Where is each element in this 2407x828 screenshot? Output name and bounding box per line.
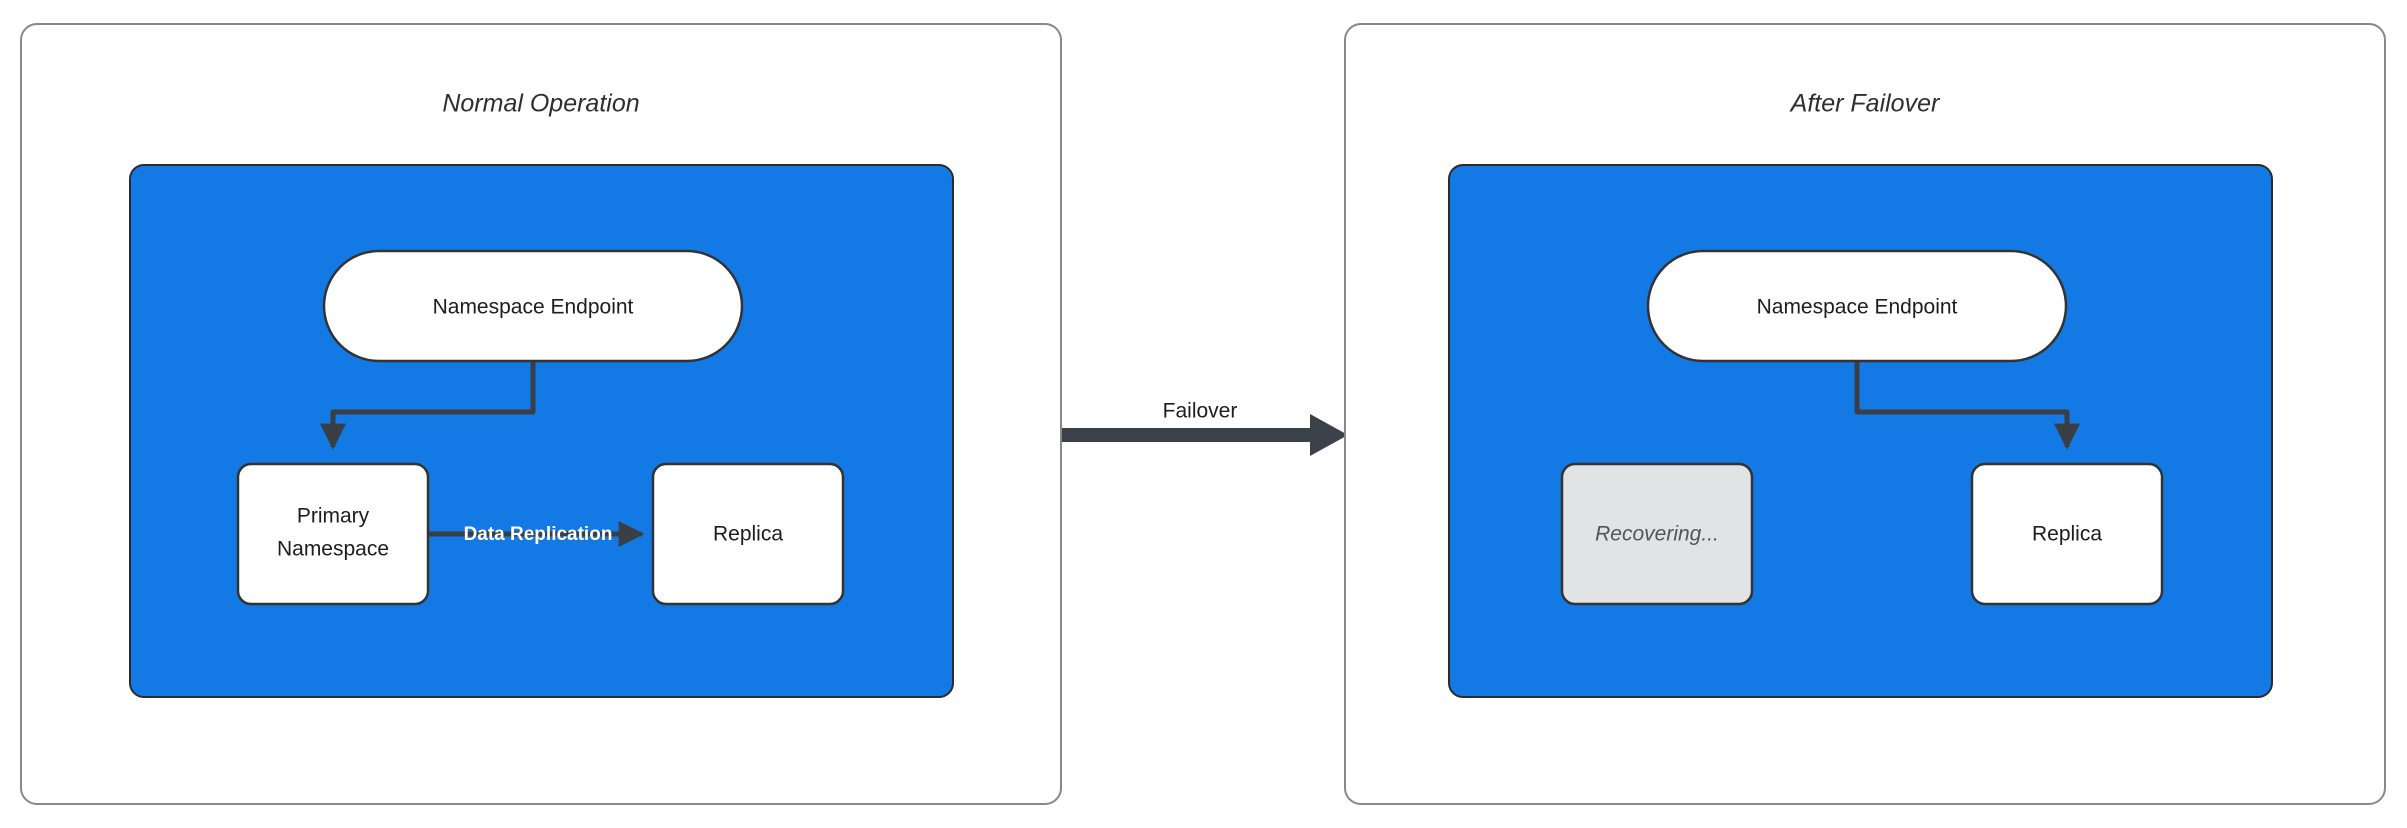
- node-replica-right-shape[interactable]: [1970, 462, 2164, 606]
- panel-after-failover: After Failover Namespace Endpoint Recove…: [1344, 23, 2386, 805]
- node-endpoint-left-shape[interactable]: [322, 249, 744, 363]
- node-endpoint-left-label: Namespace Endpoint: [433, 296, 634, 319]
- failover-arrow-head-icon: [1310, 414, 1348, 456]
- panel-title-right: After Failover: [1789, 90, 1941, 118]
- group-box-right: [1448, 164, 2273, 698]
- edge-label-data-replication: Data Replication: [464, 524, 613, 545]
- node-replica-left-label: Replica: [713, 523, 783, 546]
- node-primary-namespace[interactable]: Primary Namespace: [236, 462, 430, 606]
- failover-transition: Failover: [1062, 400, 1348, 456]
- node-replica-left[interactable]: Replica: [651, 462, 845, 606]
- node-replica-right-label: Replica: [2032, 523, 2102, 546]
- node-primary-namespace-shape[interactable]: [236, 462, 430, 606]
- node-endpoint-right[interactable]: Namespace Endpoint: [1646, 249, 2068, 363]
- failover-label: Failover: [1163, 400, 1238, 423]
- panel-normal-operation: Normal Operation Namespace Endpoint Prim…: [20, 23, 1062, 805]
- node-replica-left-shape[interactable]: [651, 462, 845, 606]
- node-endpoint-right-shape[interactable]: [1646, 249, 2068, 363]
- node-recovering[interactable]: Recovering...: [1560, 462, 1754, 606]
- node-primary-namespace-label-line1: Primary: [297, 505, 370, 528]
- node-primary-namespace-label-line2: Namespace: [277, 538, 389, 561]
- node-endpoint-right-label: Namespace Endpoint: [1757, 296, 1958, 319]
- node-recovering-label: Recovering...: [1595, 523, 1719, 546]
- node-endpoint-left[interactable]: Namespace Endpoint: [322, 249, 744, 363]
- panel-title-left: Normal Operation: [442, 90, 639, 118]
- node-recovering-shape[interactable]: [1560, 462, 1754, 606]
- group-box-left: [129, 164, 954, 698]
- edge-endpoint-to-replica: [1854, 359, 2080, 450]
- edge-endpoint-to-primary: [320, 359, 536, 450]
- node-replica-right[interactable]: Replica: [1970, 462, 2164, 606]
- failover-arrow-shaft: [1062, 428, 1320, 442]
